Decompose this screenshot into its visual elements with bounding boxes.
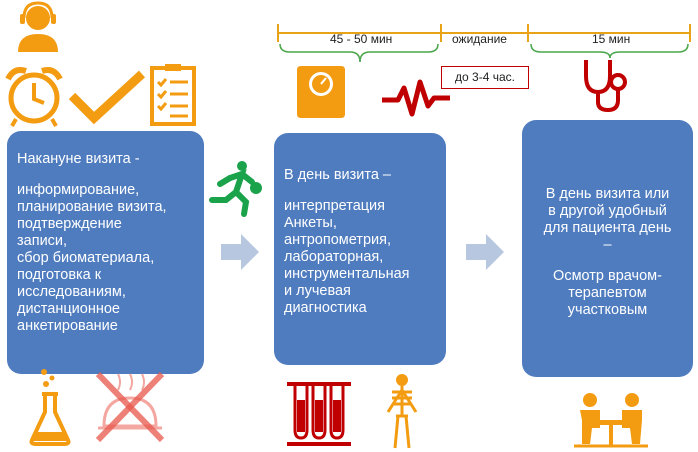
timeline-segment-1: 45 - 50 мин (330, 32, 393, 46)
doctor-patient-icon (574, 393, 648, 448)
stage-1-title: Накануне визита - (17, 151, 140, 167)
operator-icon (18, 1, 58, 52)
stage-2-title: В день визита – (284, 167, 392, 183)
stage-doctor-exam: В день визита или в другой удобный для п… (522, 120, 693, 377)
arrow-right-2 (466, 234, 504, 270)
checkmark-icon (68, 70, 146, 125)
stage-2-body: интерпретация Анкеты, антропометрия, лаб… (284, 198, 410, 316)
stage-visit-day: В день визита – интерпретация Анкеты, ан… (274, 133, 446, 365)
stethoscope-icon (584, 60, 627, 113)
heartbeat-icon (382, 79, 450, 117)
stage-before-visit: Накануне визита - информирование, планир… (7, 131, 204, 374)
waiting-note: до 3-4 час. (441, 66, 529, 89)
test-tubes-icon (287, 382, 351, 446)
flask-icon (29, 369, 71, 446)
scale-icon (297, 66, 345, 118)
skeleton-icon (386, 374, 418, 449)
stage-1-body: информирование, планирование визита, под… (17, 182, 167, 334)
timeline-segment-2: ожидание (452, 32, 507, 46)
timeline (277, 24, 691, 63)
arrow-right-1 (221, 234, 259, 270)
timeline-segment-3: 15 мин (592, 32, 631, 46)
alarm-clock-icon (5, 67, 63, 127)
stage-3-body: Осмотр врачом- терапевтом участковым (553, 268, 662, 318)
runner-icon (209, 161, 262, 217)
crossed-food-icon (95, 371, 165, 443)
stage-3-title: В день визита или в другой удобный для п… (543, 186, 672, 253)
checklist-icon (150, 64, 196, 126)
